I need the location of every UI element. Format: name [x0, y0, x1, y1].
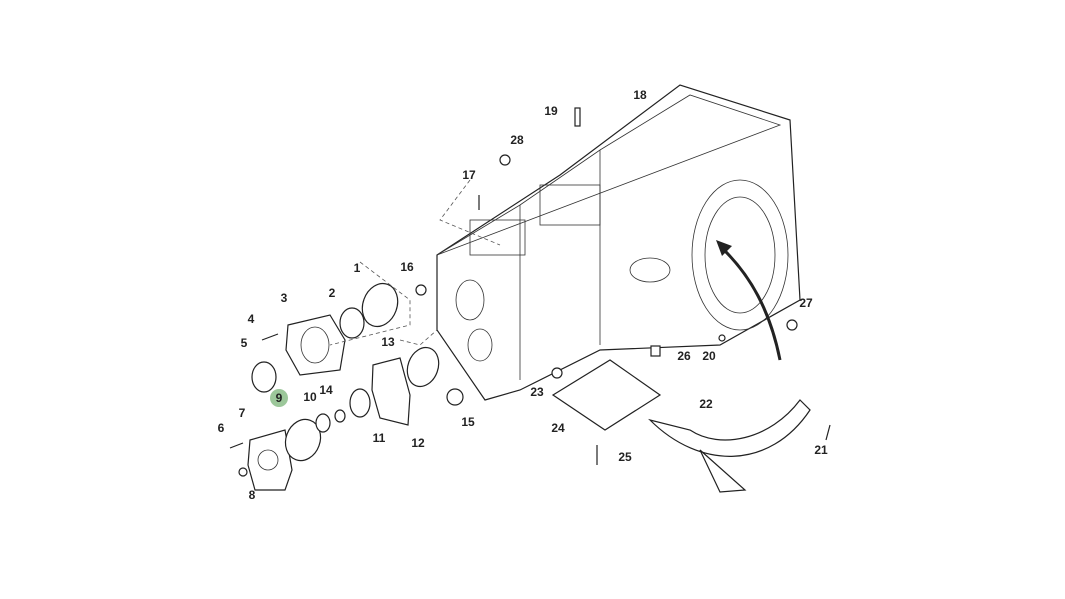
part-24-plate — [551, 359, 662, 431]
arrow-head-icon — [716, 240, 732, 256]
callout-8[interactable]: 8 — [249, 488, 256, 502]
parts — [229, 107, 831, 493]
callout-14[interactable]: 14 — [319, 383, 333, 397]
part-1-ring — [361, 282, 399, 328]
callout-9[interactable]: 9 — [276, 391, 283, 405]
callout-13[interactable]: 13 — [381, 335, 395, 349]
callout-18[interactable]: 18 — [633, 88, 647, 102]
callout-12[interactable]: 12 — [411, 436, 425, 450]
part-8-nut — [238, 467, 248, 477]
callout-3[interactable]: 3 — [281, 291, 288, 305]
part-4-bolt — [261, 333, 279, 341]
part-12-plate — [371, 357, 411, 426]
highlight-marker[interactable] — [270, 389, 288, 407]
callout-10[interactable]: 10 — [303, 390, 317, 404]
transmission-housing — [436, 84, 801, 401]
callout-27[interactable]: 27 — [799, 296, 813, 310]
part-27-nut — [786, 319, 798, 331]
callout-21[interactable]: 21 — [814, 443, 828, 457]
callout-19[interactable]: 19 — [544, 104, 558, 118]
part-21-bolt — [825, 424, 831, 441]
callout-1[interactable]: 1 — [354, 261, 361, 275]
callout-5[interactable]: 5 — [241, 336, 248, 350]
part-6-bolt — [229, 442, 244, 449]
callout-25[interactable]: 25 — [618, 450, 632, 464]
part-5-seal — [251, 361, 277, 393]
part-19-pin — [574, 107, 581, 127]
callout-7[interactable]: 7 — [239, 406, 246, 420]
part-11-bearing — [349, 388, 371, 418]
callout-labels: 1 2 3 4 5 6 7 8 9 10 11 12 13 14 15 16 1… — [218, 88, 828, 502]
direction-arrow — [720, 246, 782, 361]
callout-28[interactable]: 28 — [510, 133, 524, 147]
callout-26[interactable]: 26 — [677, 349, 691, 363]
callout-20[interactable]: 20 — [702, 349, 716, 363]
callout-4[interactable]: 4 — [248, 312, 255, 326]
callout-17[interactable]: 17 — [462, 168, 476, 182]
part-14-washer — [334, 409, 346, 423]
callout-6[interactable]: 6 — [218, 421, 225, 435]
callout-15[interactable]: 15 — [461, 415, 475, 429]
part-15-plug — [446, 388, 464, 406]
callout-2[interactable]: 2 — [329, 286, 336, 300]
part-9-oring — [284, 418, 322, 462]
callout-11[interactable]: 11 — [373, 431, 386, 445]
part-16-plug — [415, 284, 427, 296]
part-22-shield — [648, 399, 811, 457]
part-13-oring — [406, 346, 440, 388]
part-3-housing — [285, 314, 346, 376]
callout-24[interactable]: 24 — [551, 421, 565, 435]
part-7-cover — [247, 429, 293, 491]
callout-23[interactable]: 23 — [530, 385, 544, 399]
dashed-guides — [329, 179, 501, 346]
part-2-bearing — [339, 307, 365, 339]
part-10-ring — [315, 413, 331, 433]
part-28-nut — [499, 154, 511, 166]
part-26-plug — [650, 345, 661, 357]
part-20 — [718, 334, 726, 342]
callout-16[interactable]: 16 — [400, 260, 414, 274]
part-23-nut — [551, 367, 563, 379]
callout-22[interactable]: 22 — [699, 397, 713, 411]
